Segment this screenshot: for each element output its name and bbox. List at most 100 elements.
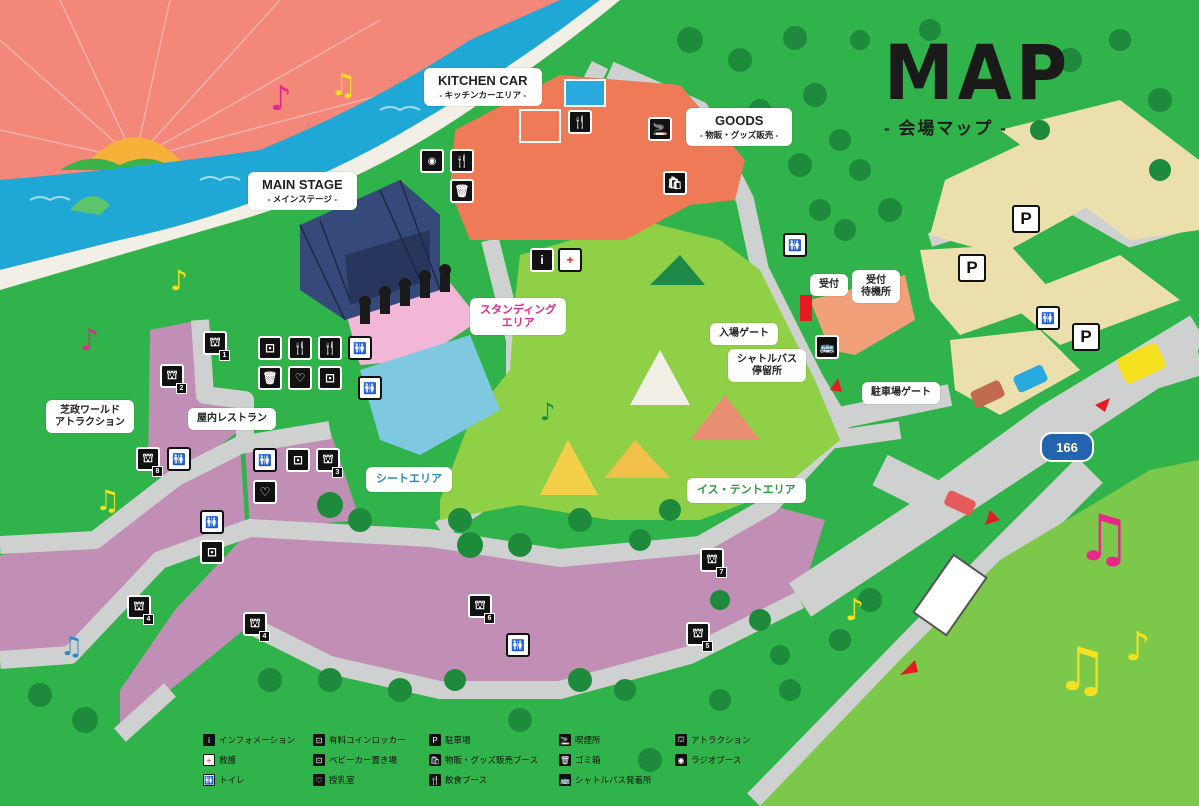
toilet-icon[interactable]: 🚻 <box>253 448 277 472</box>
goods-label[interactable]: GOODS - 物販・グッズ販売 - <box>686 108 793 146</box>
svg-text:♫: ♫ <box>330 68 357 103</box>
shuttle-stop-label[interactable]: シャトルバス 停留所 <box>728 349 806 382</box>
attraction-icon-7[interactable]: ⛫7 <box>700 548 727 578</box>
attraction-icon: ⛫ <box>706 552 718 566</box>
legend-label: ゴミ箱 <box>575 755 601 765</box>
drink-icon[interactable]: 🍴 <box>450 149 474 173</box>
sheet-area <box>360 335 500 455</box>
vehicles <box>519 79 1166 637</box>
toilet-icon[interactable]: 🚻 <box>200 510 224 534</box>
parking-sign-1[interactable]: P <box>1012 205 1040 233</box>
tent-area-label[interactable]: イス・テントエリア <box>687 478 806 503</box>
attraction-icon-5[interactable]: ⛫5 <box>686 622 713 652</box>
food-icon[interactable]: 🍴 <box>288 336 312 360</box>
legend-label: 授乳室 <box>329 775 355 785</box>
information-icon[interactable]: i <box>530 248 554 272</box>
toilet-icon[interactable]: 🚻 <box>506 633 530 657</box>
attraction-icon: ⛫ <box>142 451 154 465</box>
attraction-number: 6 <box>484 613 495 624</box>
legend-label: 喫煙所 <box>575 735 601 745</box>
map-title-sub: - 会場マップ - <box>884 119 1008 138</box>
legend-label: アトラクション <box>691 735 751 745</box>
parking-gate-label[interactable]: 駐車場ゲート <box>862 382 940 404</box>
radio-icon[interactable]: ◉ <box>420 149 444 173</box>
locker-icon[interactable]: ⊡ <box>286 448 310 472</box>
attraction-icon-2[interactable]: ⛫2 <box>160 364 187 394</box>
waves <box>29 106 421 202</box>
attraction-icon-3[interactable]: ⛫3 <box>316 448 343 478</box>
attraction-icon: ⛫ <box>166 368 178 382</box>
legend-label: ラジオブース <box>691 755 742 765</box>
attraction-number: 1 <box>219 350 230 361</box>
legend-label: ベビーカー置き場 <box>329 755 398 765</box>
nursing-icon[interactable]: ♡ <box>288 366 312 390</box>
toilet-icon[interactable]: 🚻 <box>783 233 807 257</box>
forest-zone-left <box>148 320 240 480</box>
reception-label[interactable]: 受付 <box>810 274 848 296</box>
attraction-number: 4 <box>143 614 154 625</box>
locker-icon[interactable]: ⊡ <box>258 336 282 360</box>
drink-icon[interactable]: 🍴 <box>318 336 342 360</box>
svg-text:♫: ♫ <box>60 632 83 662</box>
attraction-icon-4b[interactable]: ⛫4 <box>243 612 270 642</box>
legend-item: +救護 <box>203 754 236 766</box>
trash-icon[interactable]: 🗑 <box>450 179 474 203</box>
fish-decoration <box>70 196 110 215</box>
shuttle-bus-icon[interactable]: 🚌 <box>815 335 839 359</box>
parking-sign-2[interactable]: P <box>958 254 986 282</box>
kitchen-car-label-sub: - キッチンカーエリア - <box>439 89 527 100</box>
stroller-icon[interactable]: ⊡ <box>318 366 342 390</box>
sun <box>85 137 185 165</box>
attraction-icon: ⛫ <box>322 452 334 466</box>
toilet-icon[interactable]: 🚻 <box>167 447 191 471</box>
attraction-icon-1[interactable]: ⛫1 <box>203 331 230 361</box>
food-icon[interactable]: 🍴 <box>568 110 592 134</box>
attraction-icon-6[interactable]: ⛫6 <box>468 594 495 624</box>
kitchen-car-label[interactable]: KITCHEN CAR - キッチンカーエリア - <box>424 68 542 106</box>
goods-icon[interactable]: 🛍 <box>663 171 687 195</box>
reception-wait-label[interactable]: 受付 待機所 <box>852 270 900 303</box>
goods-icon: 🛍 <box>429 754 441 766</box>
legend-label: 物販・グッズ販売ブース <box>445 755 539 765</box>
legend-item: 🚌シャトルバス発着所 <box>559 774 652 786</box>
nursing-icon[interactable]: ♡ <box>253 480 277 504</box>
legend-label: シャトルバス発着所 <box>575 775 652 785</box>
goods-label-title: GOODS <box>714 113 764 128</box>
info-icon: i <box>203 734 215 746</box>
legend-label: 駐車場 <box>445 735 471 745</box>
toilet-icon[interactable]: 🚻 <box>358 376 382 400</box>
parking-icon: P <box>429 734 441 746</box>
attraction-world-label[interactable]: 芝政ワールド アトラクション <box>46 400 134 433</box>
trash-icon: 🗑 <box>559 754 571 766</box>
stroller-icon: ⊡ <box>313 754 325 766</box>
locker-icon[interactable]: ⊡ <box>200 540 224 564</box>
indoor-restaurant-label[interactable]: 屋内レストラン <box>188 408 276 430</box>
sheet-area-label[interactable]: シートエリア <box>366 467 452 492</box>
standing-area-label[interactable]: スタンディング エリア <box>470 298 567 336</box>
attraction-icon-8[interactable]: ⛫8 <box>136 447 163 477</box>
legend-item: 🛍 物販・グッズ販売ブース <box>429 754 538 766</box>
nursing-icon: ♡ <box>313 774 325 786</box>
svg-text:♪: ♪ <box>270 79 292 119</box>
first-aid-icon[interactable]: + <box>558 248 582 272</box>
smoking-icon: 🚬 <box>559 734 571 746</box>
main-stage-label[interactable]: MAIN STAGE - メインステージ - <box>248 172 357 210</box>
route-166-badge: 166 <box>1040 432 1094 462</box>
smoking-icon[interactable]: 🚬 <box>648 117 672 141</box>
entrance-gate-label[interactable]: 入場ゲート <box>710 323 778 345</box>
attraction-icon-4a[interactable]: ⛫4 <box>127 595 154 625</box>
beach <box>0 0 620 290</box>
attraction-number: 8 <box>152 466 163 477</box>
attraction-icon: ⛫ <box>675 734 687 746</box>
legend-label: 有料コインロッカー <box>329 735 406 745</box>
legend-label: インフォメーション <box>219 735 296 745</box>
parking-sign-3[interactable]: P <box>1072 323 1100 351</box>
toilet-icon[interactable]: 🚻 <box>1036 306 1060 330</box>
legend-item: 🗑 ゴミ箱 <box>559 754 601 766</box>
svg-text:♫: ♫ <box>1055 635 1109 705</box>
toilet-icon[interactable]: 🚻 <box>348 336 372 360</box>
sun-rays <box>0 0 401 161</box>
trash-icon[interactable]: 🗑 <box>258 366 282 390</box>
legend-item: ⊡ ベビーカー置き場 <box>313 754 397 766</box>
